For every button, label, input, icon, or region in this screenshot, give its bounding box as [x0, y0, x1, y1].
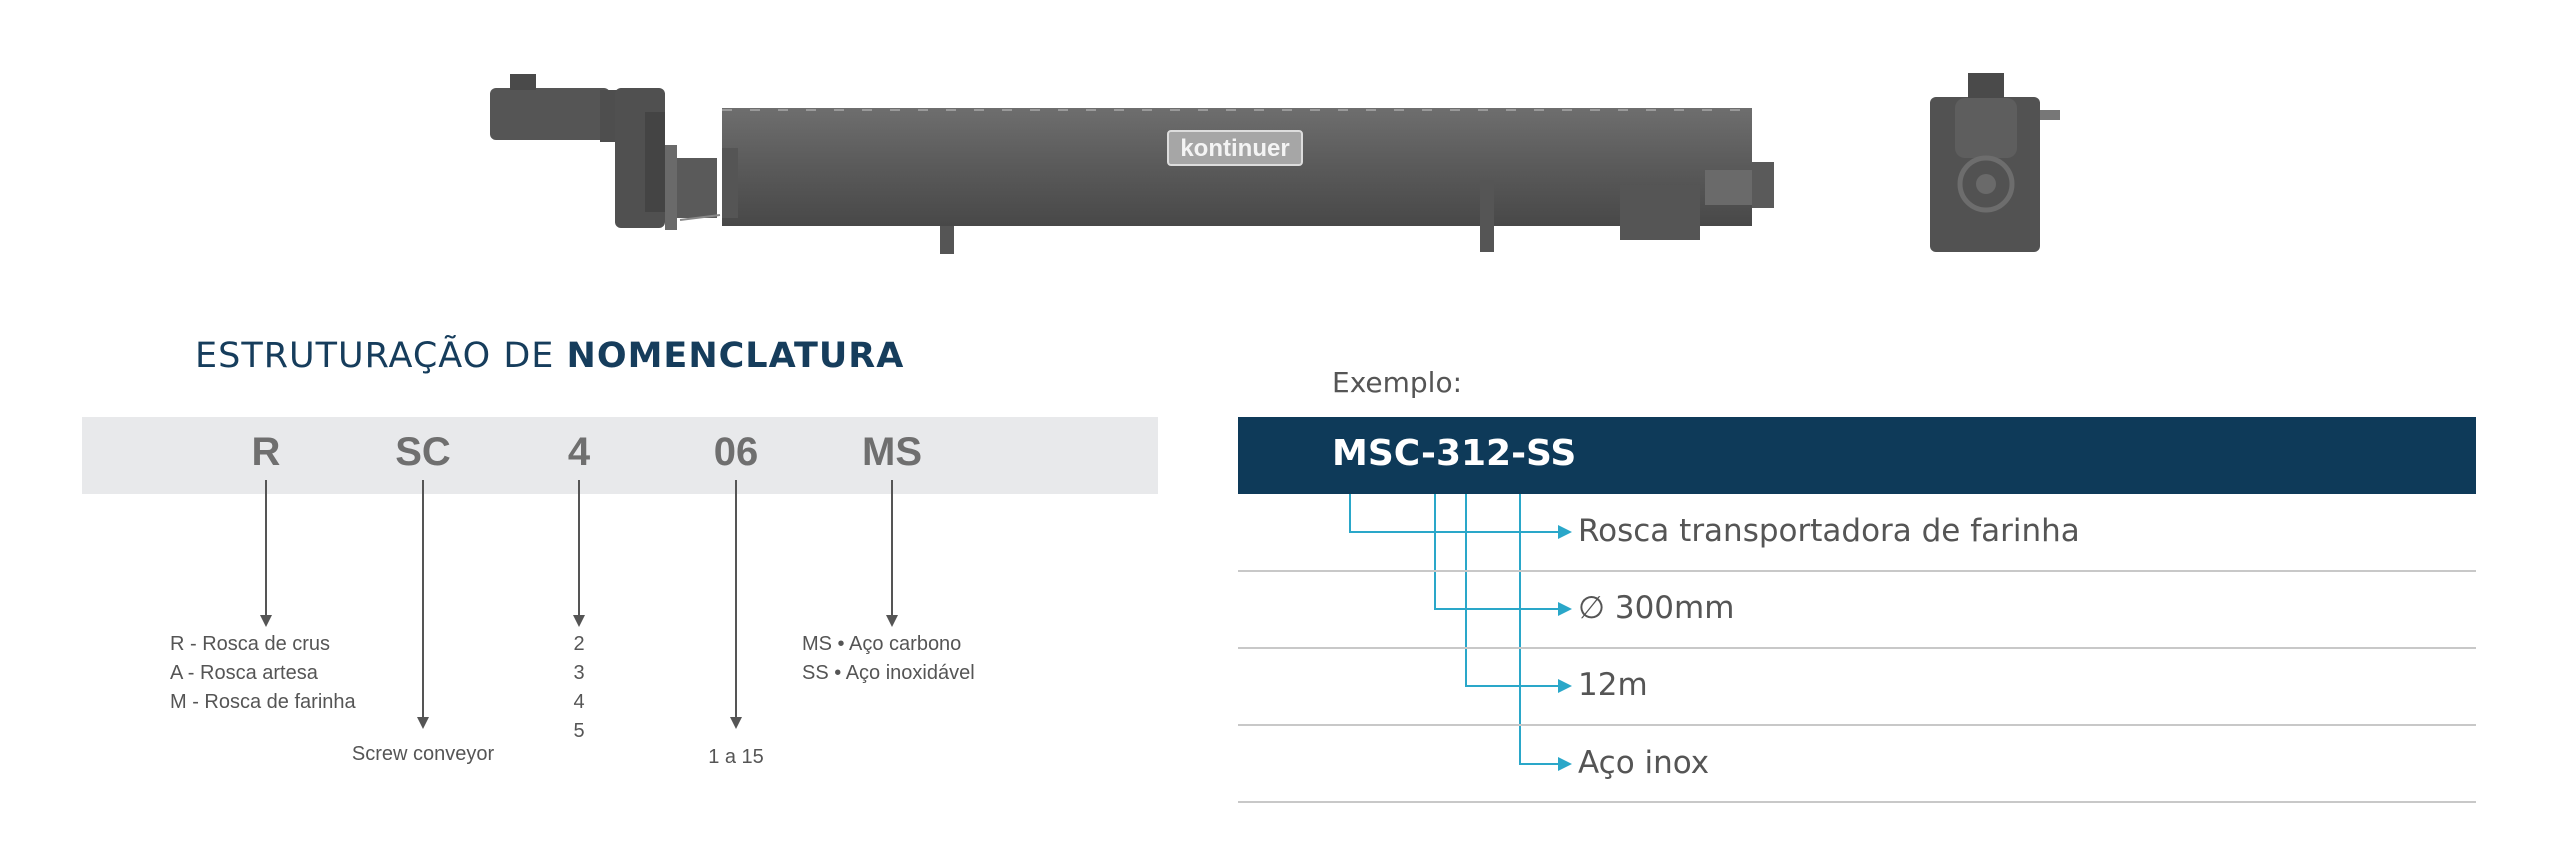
- example-item-material: Aço inox: [1578, 745, 1710, 781]
- support-leg: [940, 226, 954, 254]
- connector-3: [1434, 494, 1572, 616]
- diameter-options: 2 3 4 5: [573, 630, 584, 746]
- material-options: MS • Aço carbono SS • Aço inoxidável: [802, 630, 975, 688]
- diameter-option: 3: [573, 662, 585, 684]
- diameter-option: 4: [573, 691, 585, 713]
- code-type: R: [251, 430, 281, 474]
- kontinuer-logo: kontinuer: [1167, 130, 1303, 166]
- example-item-diameter: ∅ 300mm: [1578, 590, 1735, 626]
- divider: [1238, 570, 2476, 572]
- type-options: R - Rosca de crus A - Rosca artesa M - R…: [170, 630, 356, 717]
- example-connectors: [1349, 494, 1572, 771]
- screw-conveyor-drawing: kontinuer: [490, 73, 2060, 254]
- title-bold: NOMENCLATURA: [566, 336, 905, 376]
- svg-text:kontinuer: kontinuer: [1180, 135, 1289, 162]
- example-header-bar: [1238, 417, 2476, 494]
- type-option: A - Rosca artesa: [170, 662, 318, 684]
- divider: [1238, 647, 2476, 649]
- material-option: SS • Aço inoxidável: [802, 662, 975, 684]
- divider: [1238, 801, 2476, 803]
- sc-meaning: Screw conveyor: [351, 743, 495, 765]
- type-option: M - Rosca de farinha: [170, 691, 356, 713]
- connector-m: [1349, 494, 1572, 539]
- divider: [1238, 724, 2476, 726]
- code-bar: [82, 417, 1158, 494]
- support-leg: [1480, 180, 1494, 252]
- example-item-length: 12m: [1578, 667, 1648, 703]
- example-item-type: Rosca transportadora de farinha: [1578, 513, 2080, 549]
- diameter-option: 5: [573, 720, 585, 742]
- material-option: MS • Aço carbono: [802, 633, 962, 655]
- code-conveyor: SC: [395, 430, 451, 474]
- motor: [490, 74, 721, 230]
- nomenclature-title: ESTRUTURAÇÃO DE NOMENCLATURA: [195, 336, 904, 376]
- diameter-option: 2: [573, 633, 585, 655]
- code-material: MS: [862, 430, 922, 474]
- example-code: MSC-312-SS: [1332, 433, 1577, 474]
- connector-12: [1465, 494, 1572, 693]
- code-diameter: 4: [567, 430, 591, 474]
- title-prefix: ESTRUTURAÇÃO DE: [195, 336, 555, 376]
- length-range: 1 a 15: [708, 746, 764, 768]
- connector-ss: [1519, 494, 1572, 771]
- type-option: R - Rosca de crus: [170, 633, 331, 655]
- trough: [722, 108, 1774, 240]
- example-label: Exemplo:: [1332, 366, 1463, 399]
- code-length: 06: [713, 430, 759, 474]
- conveyor-end-view: [1930, 73, 2060, 252]
